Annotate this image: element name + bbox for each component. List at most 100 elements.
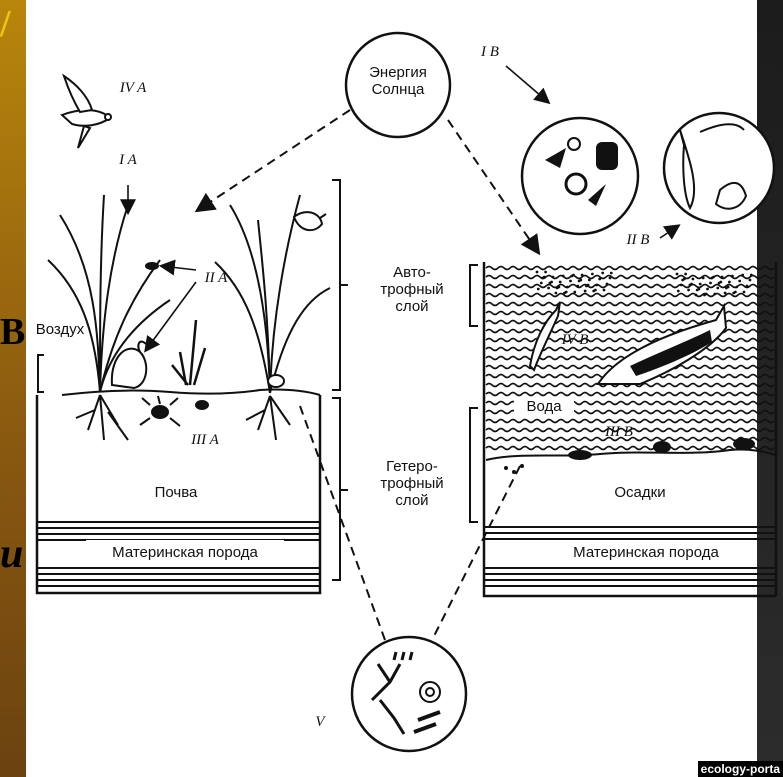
plankton-dot [585,285,588,288]
decomposer-circle [352,637,466,751]
marker-i-a: I A [108,152,148,169]
autotrophic-label: Авто- трофный слой [370,264,454,315]
plankton-dot [591,273,594,276]
plankton-dot [721,276,724,279]
plankton-dot [703,294,706,297]
sediment-label: Осадки [600,484,680,501]
slide-edge-glyph-low: и [0,530,23,578]
marker-iii-b: III B [596,424,642,441]
plankton-dot [549,282,552,285]
slide-edge-glyph-mid: В [0,310,25,354]
plankton-dot [681,279,684,282]
plankton-dot [570,275,573,278]
water-wave-line [486,420,774,423]
sun-label: Энергия Солнца [358,64,438,98]
plankton-dot [728,281,731,284]
plankton-dot [677,290,680,293]
small-bird-perched [294,212,326,230]
grass-tuft [172,320,205,385]
plankton-dot [588,279,591,282]
water-wave-line [486,330,774,333]
marker-i-b: I B [470,44,510,61]
plankton-dot [750,274,753,277]
water-wave-line [486,276,774,279]
bracket-lower [332,398,340,580]
plankton-dot [610,272,613,275]
plankton-dot [566,286,569,289]
plankton-dot [556,287,559,290]
soil-label: Почва [136,484,216,501]
marker-ii-a: II A [196,270,236,287]
plankton-dot [562,275,565,278]
bedrock-left-label: Материнская порода [86,544,284,561]
water-wave-line [486,393,774,396]
grub [195,400,209,410]
plankton-dot [676,273,679,276]
watermark: ecology-porta [698,761,783,777]
plankton-dot [713,293,716,296]
energy-flow-lines [198,110,538,252]
plankton-dot [684,273,687,276]
plankton-dot [584,290,587,293]
plankton-dot [702,277,705,280]
plankton-dot [735,286,738,289]
plankton-dot [540,282,543,285]
plankton-dot [687,289,690,292]
plankton-dot [743,291,746,294]
plankton-dot [749,279,752,282]
bedrock-right-label: Материнская порода [547,544,745,561]
rodent [112,342,146,388]
bracket-air [38,355,44,392]
plankton-dot [601,272,604,275]
plankton-dot [547,287,550,290]
water-wave-line [486,303,774,306]
water-wave-line [486,294,774,297]
plankton-dot [689,284,692,287]
plankton-dot [738,280,741,283]
plankton-dot [716,287,719,290]
plankton-dot [569,280,572,283]
snail [268,375,284,387]
heterotrophic-label: Гетеро- трофный слой [370,458,454,509]
plankton-dot [732,292,735,295]
plankton-dot [563,292,566,295]
water-wave-line [486,267,774,270]
plankton-dot [741,274,744,277]
water-wave-line [486,285,774,288]
plant-right [215,195,330,440]
plankton-dot [725,287,728,290]
plankton-dots [536,271,753,297]
plankton-dot [696,289,699,292]
plankton-dot [595,284,598,287]
plankton-dot [709,282,712,285]
insect-small [145,262,159,270]
marker-iii-a: III A [182,432,228,449]
water-wave-line [486,321,774,324]
air-label: Воздух [30,321,90,338]
plankton-dot [710,277,713,280]
plankton-dot [581,274,584,277]
plankton-dot [544,271,547,274]
plankton-dot [541,277,544,280]
plankton-dot [576,285,579,288]
bracket-upper [332,180,340,390]
plankton-dot [598,278,601,281]
plankton-dot [536,271,539,274]
marker-iv-a: IV A [110,80,156,97]
plankton-dot [695,294,698,297]
plankton-dot [731,275,734,278]
bracket-right-upper [470,265,478,326]
plankton-dot [724,292,727,295]
plankton-dot [552,276,555,279]
plankton-dot [680,284,683,287]
water-wave-line [486,348,774,351]
decomposer-lines [300,406,520,640]
plankton-dot [706,288,709,291]
plankton-dot [692,278,695,281]
plankton-dot [603,289,606,292]
plankton-dot [746,285,749,288]
plankton-dot [555,292,558,295]
plankton-dot [606,283,609,286]
